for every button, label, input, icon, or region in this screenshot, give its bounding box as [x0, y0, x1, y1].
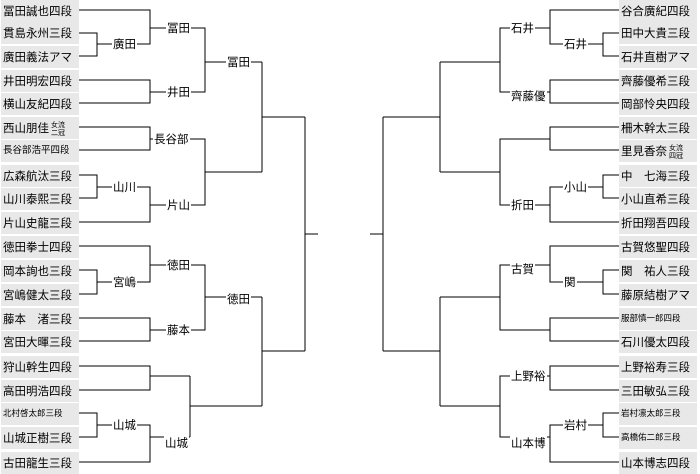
player-right-2: 田中大貴三段 — [619, 22, 697, 44]
player-left-3: 廣田義法アマ — [1, 46, 79, 68]
player-left-6: 西山朋佳女流二冠 — [1, 117, 79, 139]
player-right-19: 高橋佑二郎三段 — [619, 427, 697, 449]
player-right-10: 折田翔吾四段 — [619, 212, 697, 234]
winner-right-r1-2: 小山 — [563, 180, 588, 194]
winner-right-r2-4: 古賀 — [510, 262, 535, 276]
winner-left-r2-6: 藤本 — [166, 323, 191, 337]
player-right-18: 岩村凛太郎三段 — [619, 403, 697, 425]
player-left-4: 井田明宏四段 — [1, 70, 79, 92]
player-left-9: 山川泰熙三段 — [1, 188, 79, 210]
player-left-12: 岡本詢也三段 — [1, 260, 79, 282]
player-left-10: 片山史龍三段 — [1, 212, 79, 234]
winner-left-r3-2: 徳田 — [226, 292, 251, 306]
winner-right-r2-2: 齊藤優 — [510, 89, 547, 103]
title-badge: 女流四冠 — [669, 143, 683, 160]
player-right-16: 上野裕寿三段 — [619, 356, 697, 378]
player-right-14: 服部慎一郎四段 — [619, 308, 697, 330]
player-left-13: 宮嶋健太三段 — [1, 284, 79, 306]
player-right-13: 藤原結樹アマ — [619, 284, 697, 306]
player-left-16: 狩山幹生四段 — [1, 356, 79, 378]
player-name: 西山朋佳 — [3, 121, 49, 135]
player-right-17: 三田敏弘三段 — [619, 380, 697, 402]
player-right-3: 石井直樹アマ — [619, 46, 697, 68]
player-right-4: 齊藤優希三段 — [619, 70, 697, 92]
player-left-7: 長谷部浩平四段 — [1, 140, 79, 162]
winner-right-r2-6: 山本博 — [510, 436, 547, 450]
winner-left-r1-4: 山城 — [112, 418, 137, 432]
player-left-15: 宮田大暉三段 — [1, 331, 79, 353]
player-right-5: 岡部怜央四段 — [619, 93, 697, 115]
winner-left-r2-7: 山城 — [164, 436, 189, 450]
player-left-18: 北村啓太郎三段 — [1, 403, 79, 425]
title-badge: 女流二冠 — [51, 120, 65, 137]
player-right-9: 小山直希三段 — [619, 188, 697, 210]
winner-left-r2-2: 井田 — [166, 85, 191, 99]
player-right-8: 中 七海三段 — [619, 165, 697, 187]
winner-right-r2-3: 折田 — [510, 198, 535, 212]
player-left-1: 冨田誠也四段 — [1, 0, 79, 22]
player-right-12: 関 祐人三段 — [619, 260, 697, 282]
player-right-7: 里見香奈女流四冠 — [619, 140, 697, 162]
winner-right-r2-5: 上野裕 — [510, 369, 547, 383]
player-left-14: 藤本 渚三段 — [1, 308, 79, 330]
winner-right-r1-4: 岩村 — [563, 418, 588, 432]
player-right-20: 山本博志四段 — [619, 452, 697, 474]
player-left-11: 徳田拳士四段 — [1, 236, 79, 258]
player-left-5: 横山友紀四段 — [1, 93, 79, 115]
player-name: 里見香奈 — [621, 144, 667, 158]
winner-left-r1-2: 山川 — [112, 180, 137, 194]
winner-right-r1-3: 関 — [563, 275, 577, 289]
player-left-17: 高田明浩四段 — [1, 380, 79, 402]
player-left-20: 古田龍生三段 — [1, 452, 79, 474]
winner-left-r3-1: 冨田 — [226, 55, 251, 69]
winner-left-r2-3: 長谷部 — [153, 132, 190, 146]
player-left-2: 貫島永州三段 — [1, 22, 79, 44]
winner-left-r2-5: 徳田 — [166, 258, 191, 272]
winner-left-r2-1: 冨田 — [166, 21, 191, 35]
winner-right-r1-1: 石井 — [563, 37, 588, 51]
winner-left-r1-1: 廣田 — [112, 37, 137, 51]
winner-left-r2-4: 片山 — [166, 198, 191, 212]
player-right-6: 柵木幹太三段 — [619, 117, 697, 139]
player-left-19: 山城正樹三段 — [1, 427, 79, 449]
player-right-15: 石川優太四段 — [619, 331, 697, 353]
player-left-8: 広森航汰三段 — [1, 165, 79, 187]
player-right-11: 古賀悠聖四段 — [619, 236, 697, 258]
winner-right-r2-1: 石井 — [510, 21, 535, 35]
winner-left-r1-3: 宮嶋 — [112, 275, 137, 289]
player-right-1: 谷合廣紀四段 — [619, 0, 697, 22]
